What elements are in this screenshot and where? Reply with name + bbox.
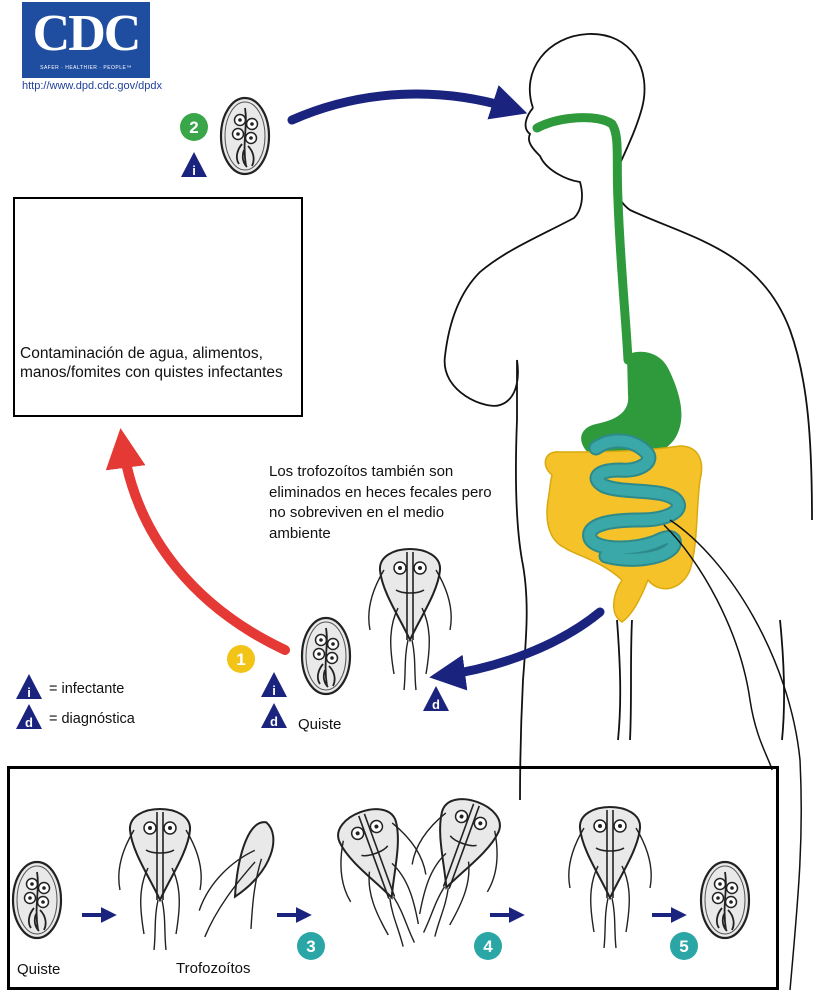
legend-diagnostic-label: = diagnóstica xyxy=(49,711,135,727)
step-1-badge: 1 xyxy=(227,645,255,673)
arrow-ingestion xyxy=(287,85,528,125)
svg-text:1: 1 xyxy=(236,650,245,669)
diagnostic-triangle-trophozoite: d xyxy=(423,686,449,712)
svg-text:3: 3 xyxy=(306,937,315,956)
svg-text:d: d xyxy=(25,715,33,730)
intestinal-stages-panel xyxy=(7,766,779,990)
label-quiste-main: Quiste xyxy=(298,716,342,733)
trophozoite-excreted xyxy=(367,548,453,691)
svg-text:i: i xyxy=(27,685,31,700)
label-quiste-bottom: Quiste xyxy=(17,961,61,978)
svg-text:2: 2 xyxy=(189,118,198,137)
step-4-badge: 4 xyxy=(474,932,502,960)
diagnostic-triangle-cyst: d xyxy=(261,703,287,729)
trophozoite-bottom-side xyxy=(198,821,275,938)
dpdx-url[interactable]: http://www.dpd.cdc.gov/dpdx xyxy=(22,80,163,92)
infective-triangle-top: i xyxy=(181,152,207,178)
cdc-logo: CDC SAFER · HEALTHIER · PEOPLE™ xyxy=(22,2,150,78)
svg-text:d: d xyxy=(432,697,440,712)
arrow-excretion xyxy=(429,607,605,691)
digestive-esophagus-stomach xyxy=(532,113,682,465)
contamination-panel xyxy=(13,197,303,417)
svg-text:i: i xyxy=(192,163,196,178)
diagnostic-triangle-legend: d xyxy=(16,704,42,730)
svg-text:5: 5 xyxy=(679,937,688,956)
contamination-text: Contaminación de agua, alimentos, manos/… xyxy=(20,345,283,381)
svg-text:i: i xyxy=(272,683,276,698)
cdc-logo-text: CDC xyxy=(32,5,142,62)
step-2-badge: 2 xyxy=(180,113,208,141)
cdc-logo-tagline: SAFER · HEALTHIER · PEOPLE™ xyxy=(40,65,132,71)
legend-infective-label: = infectante xyxy=(49,681,125,697)
small-intestine xyxy=(582,433,686,567)
arrow-contamination xyxy=(105,428,290,655)
infective-triangle-cyst: i xyxy=(261,672,287,698)
svg-text:4: 4 xyxy=(483,937,493,956)
trophozoite-note: Los trofozoítos también son eliminados e… xyxy=(269,463,492,542)
svg-text:d: d xyxy=(270,714,278,729)
label-trofozoitos: Trofozoítos xyxy=(176,960,251,977)
infective-triangle-legend: i xyxy=(16,674,42,700)
cyst-excreted xyxy=(300,616,352,696)
step-3-badge: 3 xyxy=(297,932,325,960)
magnification-lines xyxy=(663,519,802,991)
step-5-badge: 5 xyxy=(670,932,698,960)
cyst-ingested xyxy=(219,96,271,176)
